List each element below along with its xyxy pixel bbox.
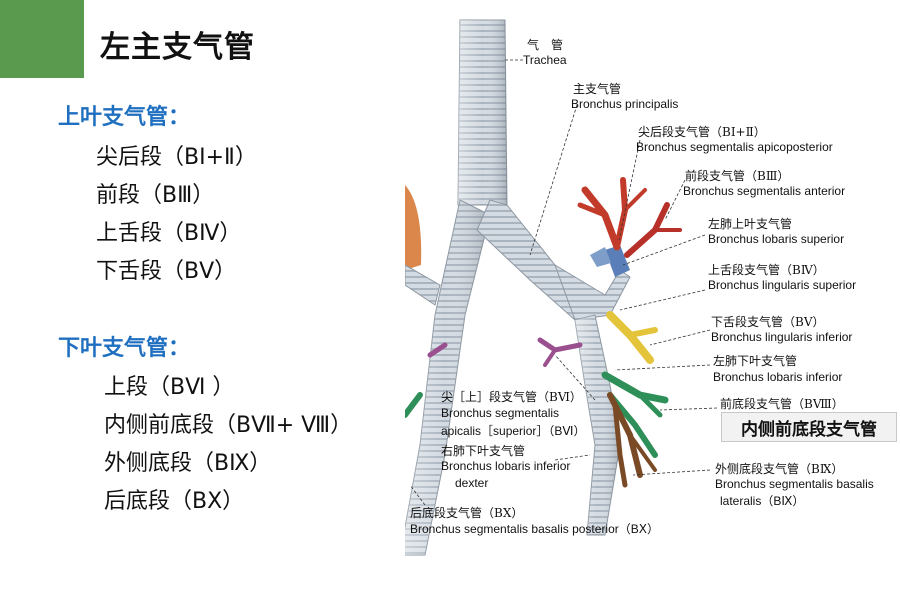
leader-lines xyxy=(409,59,718,506)
label-trachea-cn: 气 管 xyxy=(527,37,563,52)
label-antbasal-cn: 前底段支气管（BⅧ） xyxy=(720,396,844,411)
label-right-inf-en2: dexter xyxy=(455,476,488,490)
label-postbasal-cn: 后底段支气管（BⅩ） xyxy=(410,505,523,520)
label-apico-en: Bronchus segmentalis apicoposterior xyxy=(636,140,833,154)
label-apical-en1: Bronchus segmentalis xyxy=(441,406,559,420)
posterior-basal-branch xyxy=(607,392,657,488)
bronchial-tree-svg: 气 管 Trachea 主支气管 Bronchus principalis 尖后… xyxy=(405,19,874,556)
bronchial-tree-figure: 气 管 Trachea 主支气管 Bronchus principalis 尖后… xyxy=(405,15,900,575)
upper-lobe-heading: 上叶支气管： xyxy=(58,105,191,130)
right-lung-edge xyxy=(405,185,422,270)
upper-lobe-item: 尖后段（BⅠ+Ⅱ） xyxy=(96,145,257,170)
label-latbasal-en2: lateralis（BⅨ） xyxy=(720,494,804,508)
callout-badge: 内侧前底段支气管 xyxy=(721,412,897,442)
slide-title: 左主支气管 xyxy=(100,30,255,65)
lingula-branch xyxy=(606,311,658,364)
upper-lobe-item: 前段（BⅢ） xyxy=(96,183,215,208)
label-lobaris-sup-en: Bronchus lobaris superior xyxy=(708,232,844,246)
accent-block xyxy=(0,0,84,78)
lower-lobe-item: 上段（BⅥ ） xyxy=(104,375,235,400)
label-apico-cn: 尖后段支气管（BⅠ+Ⅱ） xyxy=(638,124,766,139)
lower-lobe-trunk xyxy=(574,314,621,536)
superior-segment-branch xyxy=(427,337,583,367)
label-right-inf-cn: 右肺下叶支气管 xyxy=(441,443,525,458)
lobaris-superior-stub xyxy=(605,245,630,277)
label-lobaris-sup-cn: 左肺上叶支气管 xyxy=(708,216,792,231)
label-ling-inf-cn: 下舌段支气管（BⅤ） xyxy=(711,314,825,329)
label-principal-cn: 主支气管 xyxy=(573,81,621,96)
label-lobaris-inf-cn: 左肺下叶支气管 xyxy=(713,353,797,368)
label-latbasal-en1: Bronchus segmentalis basalis xyxy=(715,477,874,491)
anterior-branch xyxy=(624,202,682,258)
label-apical-en2: apicalis［superior］（BⅥ） xyxy=(441,424,585,438)
label-principal-en: Bronchus principalis xyxy=(571,97,678,111)
label-right-inf-en1: Bronchus lobaris inferior xyxy=(441,459,570,473)
label-anterior-en: Bronchus segmentalis anterior xyxy=(683,184,845,198)
label-latbasal-cn: 外侧底段支气管（BⅨ） xyxy=(715,461,843,476)
upper-lobe-item: 上舌段（BⅣ） xyxy=(96,221,242,246)
label-ling-inf-en: Bronchus lingularis inferior xyxy=(711,330,852,344)
label-ling-sup-cn: 上舌段支气管（BⅣ） xyxy=(708,262,825,277)
label-ling-sup-en: Bronchus lingularis superior xyxy=(708,278,856,292)
left-main-bronchus xyxy=(476,199,631,321)
label-apical-cn: 尖［上］段支气管（BⅥ） xyxy=(441,389,582,404)
right-main-bronchus xyxy=(405,199,491,556)
lower-lobe-item: 外侧底段（BⅨ） xyxy=(104,451,272,476)
upper-lobe-item: 下舌段（BⅤ） xyxy=(96,259,237,284)
lower-lobe-item: 内侧前底段（BⅦ+ Ⅷ） xyxy=(104,413,353,438)
apicoposterior-branch xyxy=(577,177,647,251)
label-lobaris-inf-en: Bronchus lobaris inferior xyxy=(713,370,842,384)
lower-lobe-item: 后底段（BⅩ） xyxy=(104,489,245,514)
label-anterior-cn: 前段支气管（BⅢ） xyxy=(685,168,789,183)
label-postbasal-en: Bronchus segmentalis basalis posterior（B… xyxy=(410,522,659,536)
label-trachea-en: Trachea xyxy=(523,53,567,67)
trachea xyxy=(457,19,508,206)
lower-lobe-heading: 下叶支气管： xyxy=(58,336,191,361)
